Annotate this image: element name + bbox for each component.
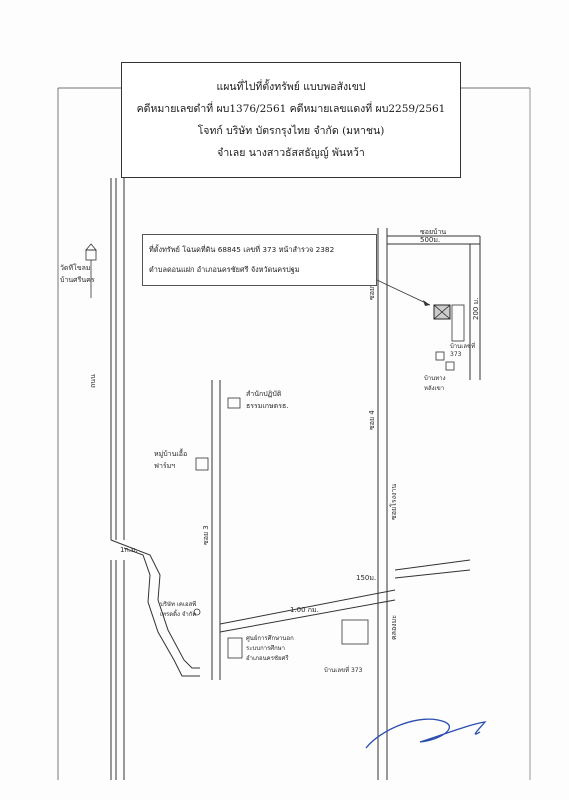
label-temple: วัดทีโขลม xyxy=(60,263,91,272)
signature-mark xyxy=(365,718,487,749)
label-top-right: ซอยบ้าน xyxy=(420,228,446,236)
title-line-4: จำเลย นางสาวธัสสธัญญ์ พันหว้า xyxy=(217,147,365,159)
temple-roof xyxy=(85,243,97,251)
bottom-road-bottom xyxy=(219,599,396,633)
label-bottom-building-2: ระบบการศึกษา xyxy=(246,645,285,652)
label-temple-2: บ้านศรีนคร xyxy=(60,276,95,284)
bottom-building-box xyxy=(227,637,243,659)
label-road-vertical-1: ซอย 3 xyxy=(202,525,210,545)
property-lot xyxy=(451,304,465,342)
title-line-2: คดีหมายเลขดำที่ ผบ1376/2561 คดีหมายเลขแด… xyxy=(136,103,446,115)
property-info-line-2: ตำบลดอนแฝก อำเภอนครชัยศรี จังหวัดนครปฐม xyxy=(149,265,300,274)
label-right-road: ซอยโรงงาน xyxy=(389,484,398,520)
label-right-road-2: คลองมะ xyxy=(390,615,398,640)
arrow-head xyxy=(423,300,430,306)
label-property-marker-2: 373 xyxy=(450,351,462,358)
property-info-line-1: ที่ตั้งทรัพย์ โฉนดที่ดิน 68845 เลขที่ 37… xyxy=(149,245,335,254)
school-box xyxy=(227,397,241,409)
temple-sign-box xyxy=(85,249,97,261)
bottom-road-top xyxy=(219,589,396,625)
label-bottom-right-road: ซอยบ้าน xyxy=(368,274,376,300)
label-house-2: หลังเขา xyxy=(424,385,444,392)
label-school-1: สำนักปฏิบัติ xyxy=(246,390,282,398)
label-house: บ้านทาง xyxy=(424,375,446,382)
house-icon-2 xyxy=(445,361,455,371)
title-box: แผนที่ไปที่ตั้งทรัพย์ แบบพอสังเขป คดีหมา… xyxy=(121,62,461,178)
label-property-marker: บ้านเลขที่ xyxy=(450,342,475,350)
property-arrow xyxy=(376,279,431,306)
house-icon xyxy=(435,351,445,361)
label-top-right-road: 500ม. xyxy=(420,236,440,244)
label-school-2: ธรรมเกษตรธ. xyxy=(246,402,288,410)
label-left-building: หมู่บ้านเอื้อ xyxy=(154,447,187,458)
label-left-building-2: ฟาร์มฯ xyxy=(154,462,175,470)
label-road-vertical-2: ซอย 4 xyxy=(368,410,376,430)
side-road-inner xyxy=(123,547,200,677)
company-pin xyxy=(193,608,201,616)
label-mid-right: 150ม. xyxy=(356,574,376,582)
label-distance-bottom: 1.00 กม. xyxy=(290,606,319,614)
side-road-outer xyxy=(110,539,200,669)
title-line-1: แผนที่ไปที่ตั้งทรัพย์ แบบพอสังเขป xyxy=(216,81,366,93)
label-company: บริษัท เคเอสพี xyxy=(160,600,196,608)
bottom-right-road-top xyxy=(394,559,471,571)
label-distance-left: 1ก.ม. xyxy=(120,546,138,554)
property-info-box: ที่ตั้งทรัพย์ โฉนดที่ดิน 68845 เลขที่ 37… xyxy=(142,234,377,286)
label-bottom-building-3: อำเภอนครชัยศรี xyxy=(246,654,289,662)
label-main-road: ถนน xyxy=(89,374,97,388)
title-line-3: โจทก์ บริษัท บัตรกรุงไทย จำกัด (มหาชน) xyxy=(197,125,385,137)
bottom-right-road-bottom xyxy=(394,569,471,579)
left-building-box xyxy=(195,457,209,471)
label-right-edge: 200 ม. xyxy=(472,298,480,320)
label-bottom-right-building: บ้านเลขที่ 373 xyxy=(324,666,363,674)
label-bottom-building-1: ศูนย์การศึกษานอก xyxy=(246,634,294,642)
bottom-right-building-box xyxy=(341,619,369,645)
label-company-2: เทรดดิ้ง จำกัด xyxy=(160,608,196,618)
